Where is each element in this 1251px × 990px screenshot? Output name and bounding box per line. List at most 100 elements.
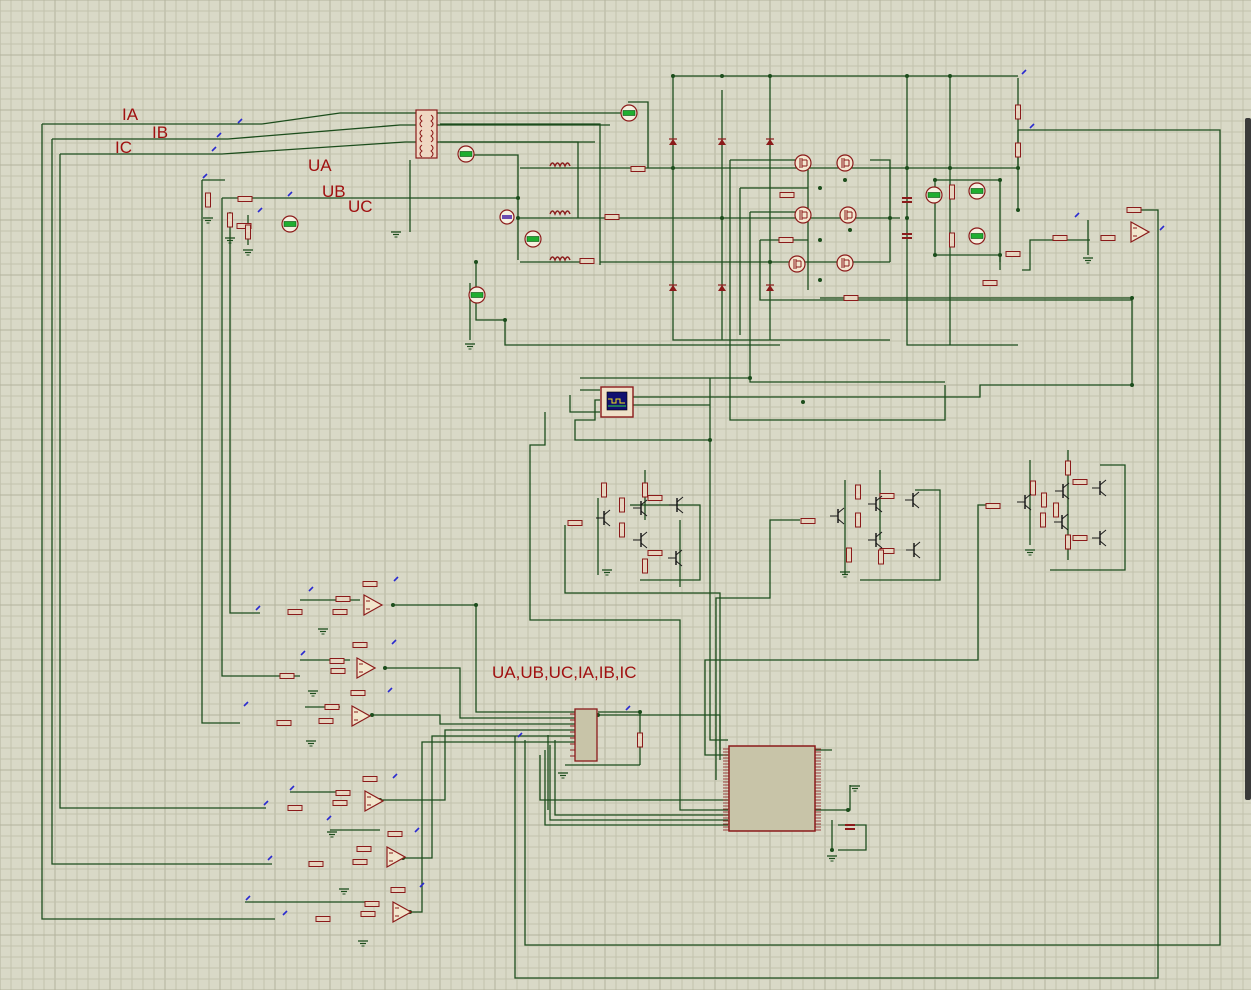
- resistor-icon[interactable]: [982, 280, 998, 286]
- capacitor-icon[interactable]: [845, 824, 855, 830]
- resistor-icon[interactable]: [329, 658, 345, 664]
- opamp-icon[interactable]: [364, 789, 385, 813]
- diode-icon[interactable]: [766, 284, 774, 291]
- resistor-icon[interactable]: [949, 184, 955, 200]
- resistor-icon[interactable]: [308, 861, 324, 867]
- ground-icon[interactable]: [327, 831, 337, 838]
- resistor-icon[interactable]: [647, 550, 663, 556]
- resistor-icon[interactable]: [778, 237, 794, 243]
- resistor-icon[interactable]: [245, 224, 251, 240]
- resistor-icon[interactable]: [949, 232, 955, 248]
- bjt-icon[interactable]: [868, 531, 883, 549]
- vertical-scrollbar[interactable]: [1245, 118, 1251, 800]
- bjt-icon[interactable]: [1017, 493, 1032, 511]
- mosfet-icon[interactable]: [836, 254, 854, 272]
- capacitor-icon[interactable]: [902, 233, 912, 239]
- resistor-icon[interactable]: [332, 609, 348, 615]
- resistor-icon[interactable]: [800, 518, 816, 524]
- resistor-icon[interactable]: [237, 196, 253, 202]
- resistor-icon[interactable]: [335, 596, 351, 602]
- resistor-icon[interactable]: [279, 673, 295, 679]
- meter-icon[interactable]: [968, 227, 986, 245]
- bjt-icon[interactable]: [668, 549, 683, 567]
- resistor-icon[interactable]: [350, 690, 366, 696]
- bjt-icon[interactable]: [1092, 479, 1107, 497]
- oscilloscope-icon[interactable]: [600, 386, 634, 418]
- resistor-icon[interactable]: [619, 497, 625, 513]
- ground-icon[interactable]: [391, 231, 401, 238]
- resistor-icon[interactable]: [1072, 535, 1088, 541]
- ground-icon[interactable]: [827, 855, 837, 862]
- meter-icon[interactable]: [524, 230, 542, 248]
- bjt-icon[interactable]: [906, 541, 921, 559]
- opamp-icon[interactable]: [1130, 220, 1151, 244]
- ground-icon[interactable]: [306, 740, 316, 747]
- ground-icon[interactable]: [1025, 549, 1035, 556]
- opamp-icon[interactable]: [356, 656, 377, 680]
- opamp-icon[interactable]: [392, 900, 413, 924]
- diode-icon[interactable]: [669, 138, 677, 145]
- resistor-icon[interactable]: [1072, 479, 1088, 485]
- mosfet-icon[interactable]: [794, 206, 812, 224]
- resistor-icon[interactable]: [855, 512, 861, 528]
- bjt-icon[interactable]: [669, 496, 684, 514]
- microcontroller-icon[interactable]: [723, 745, 821, 832]
- resistor-icon[interactable]: [642, 558, 648, 574]
- resistor-icon[interactable]: [779, 192, 795, 198]
- bjt-icon[interactable]: [1054, 513, 1069, 531]
- resistor-icon[interactable]: [1126, 207, 1142, 213]
- ground-icon[interactable]: [850, 785, 860, 792]
- meter-icon[interactable]: [620, 104, 638, 122]
- meter-icon[interactable]: [499, 209, 515, 225]
- resistor-icon[interactable]: [362, 581, 378, 587]
- resistor-icon[interactable]: [642, 482, 648, 498]
- ground-icon[interactable]: [840, 571, 850, 578]
- bjt-icon[interactable]: [633, 531, 648, 549]
- resistor-icon[interactable]: [601, 482, 607, 498]
- bjt-icon[interactable]: [1055, 482, 1070, 500]
- resistor-icon[interactable]: [332, 800, 348, 806]
- bjt-icon[interactable]: [633, 499, 648, 517]
- resistor-icon[interactable]: [579, 258, 595, 264]
- resistor-icon[interactable]: [1015, 104, 1021, 120]
- resistor-icon[interactable]: [567, 520, 583, 526]
- resistor-icon[interactable]: [985, 503, 1001, 509]
- bjt-icon[interactable]: [1092, 529, 1107, 547]
- inductor-icon[interactable]: [549, 162, 571, 168]
- resistor-icon[interactable]: [390, 887, 406, 893]
- diode-icon[interactable]: [718, 284, 726, 291]
- resistor-icon[interactable]: [1053, 502, 1059, 518]
- ground-icon[interactable]: [358, 940, 368, 947]
- resistor-icon[interactable]: [324, 704, 340, 710]
- resistor-icon[interactable]: [619, 522, 625, 538]
- bjt-icon[interactable]: [596, 509, 611, 527]
- microcontroller-icon[interactable]: [570, 708, 598, 762]
- ground-icon[interactable]: [1083, 257, 1093, 264]
- resistor-icon[interactable]: [330, 668, 346, 674]
- opamp-icon[interactable]: [351, 704, 372, 728]
- resistor-icon[interactable]: [637, 732, 643, 748]
- resistor-icon[interactable]: [360, 911, 376, 917]
- diode-icon[interactable]: [766, 138, 774, 145]
- mosfet-icon[interactable]: [788, 255, 806, 273]
- meter-icon[interactable]: [925, 186, 943, 204]
- inductor-icon[interactable]: [549, 256, 571, 262]
- transformer-icon[interactable]: [415, 109, 438, 159]
- opamp-icon[interactable]: [363, 593, 384, 617]
- mosfet-icon[interactable]: [794, 154, 812, 172]
- ground-icon[interactable]: [243, 249, 253, 256]
- ground-icon[interactable]: [465, 343, 475, 350]
- bjt-icon[interactable]: [905, 491, 920, 509]
- capacitor-icon[interactable]: [902, 197, 912, 203]
- resistor-icon[interactable]: [362, 776, 378, 782]
- resistor-icon[interactable]: [1100, 235, 1116, 241]
- resistor-icon[interactable]: [227, 212, 233, 228]
- resistor-icon[interactable]: [630, 166, 646, 172]
- resistor-icon[interactable]: [846, 547, 852, 563]
- ground-icon[interactable]: [558, 772, 568, 779]
- ground-icon[interactable]: [203, 217, 213, 224]
- resistor-icon[interactable]: [276, 720, 292, 726]
- bjt-icon[interactable]: [868, 495, 883, 513]
- resistor-icon[interactable]: [1052, 235, 1068, 241]
